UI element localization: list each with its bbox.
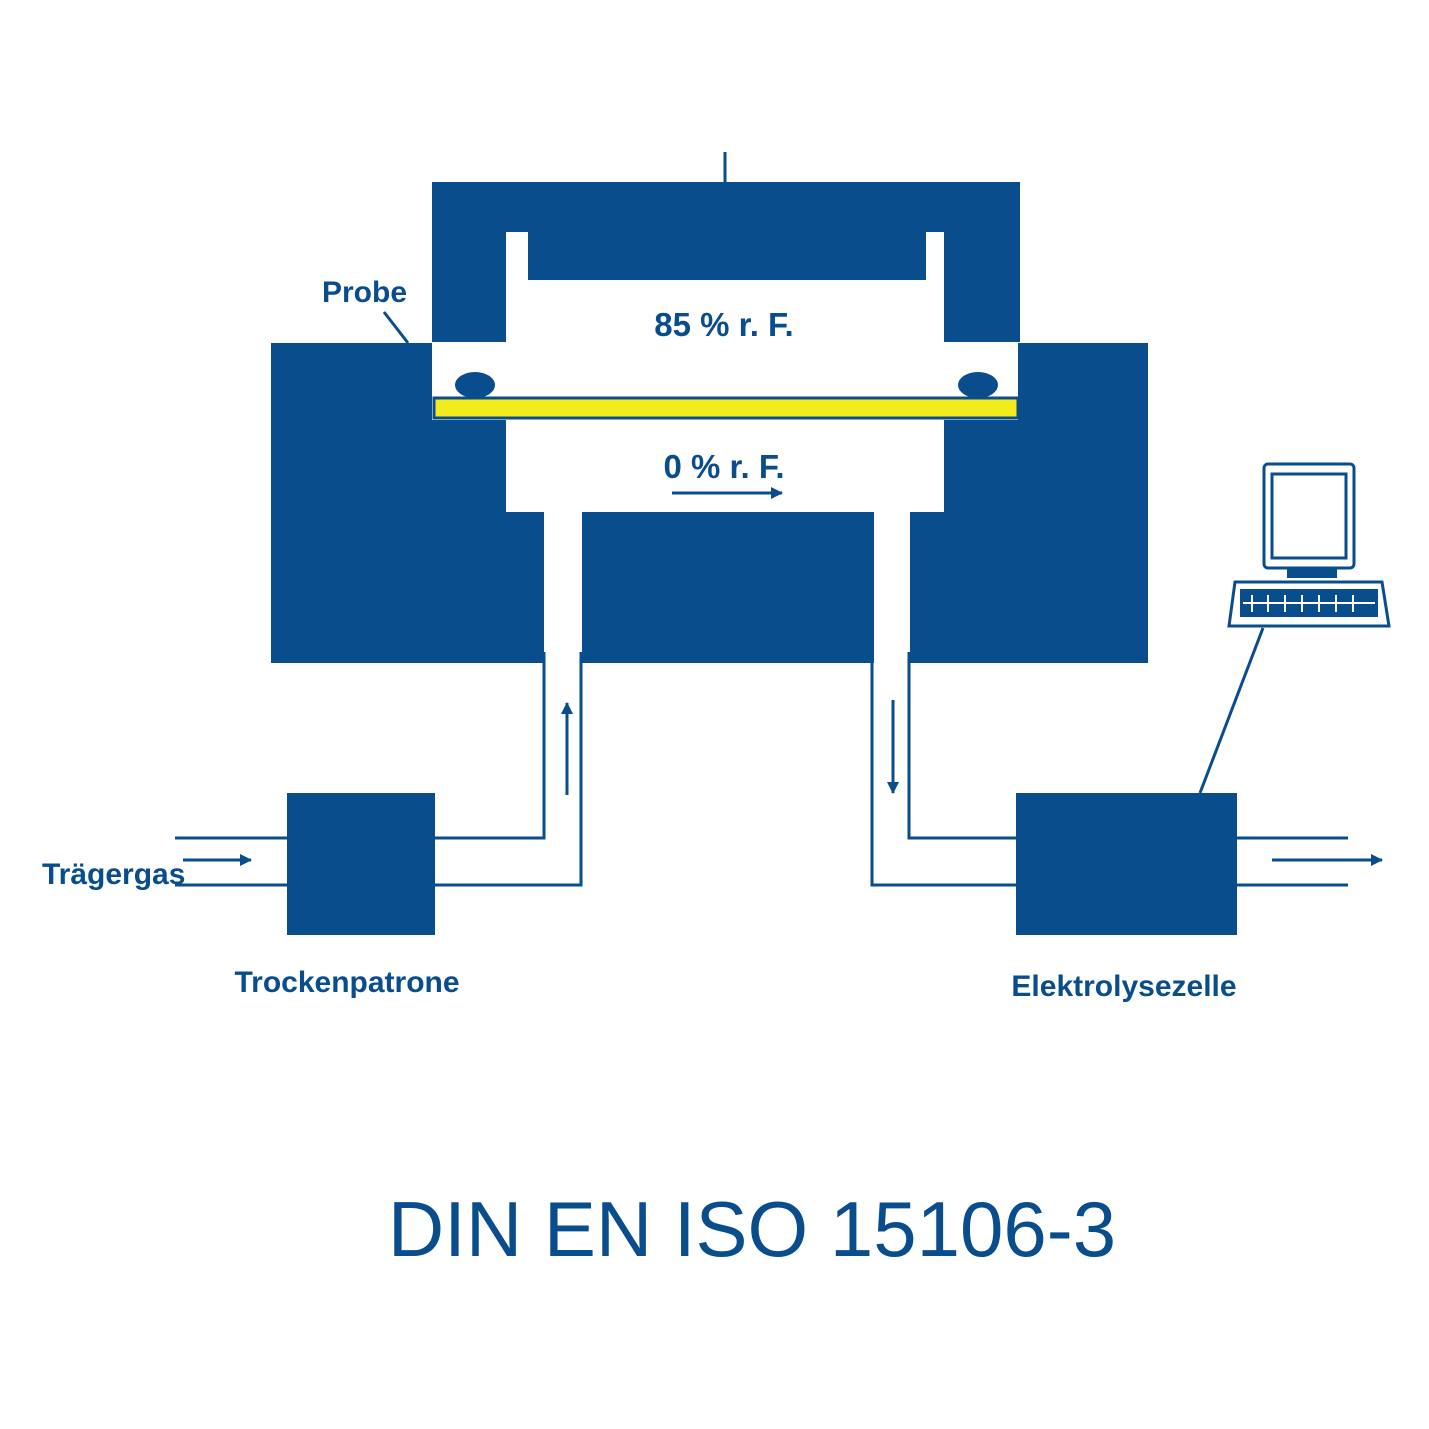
sample-film — [432, 396, 1020, 420]
seal-ring-left — [455, 372, 495, 398]
lower-condition-label: 0 % r. F. — [663, 448, 784, 485]
upper-chamber-lid — [432, 152, 1020, 342]
carrier-gas-inlet — [175, 836, 287, 887]
inlet-pipe — [435, 652, 583, 887]
drying-cartridge-label: Trockenpatrone — [234, 966, 459, 999]
lower-chamber-block — [271, 343, 1148, 663]
seal-ring-right — [958, 372, 998, 398]
standard-title: DIN EN ISO 15106-3 — [388, 1185, 1116, 1273]
electrolysis-cell-box — [1016, 793, 1237, 935]
drying-cartridge-box — [287, 793, 435, 935]
probe-label: Probe — [322, 276, 407, 309]
probe-pointer — [382, 311, 410, 344]
electrolysis-cell-label: Elektrolysezelle — [1011, 970, 1236, 1003]
outlet-pipe — [870, 652, 1016, 887]
carrier-gas-label: Trägergas — [42, 858, 185, 891]
upper-condition-label: 85 % r. F. — [654, 306, 793, 343]
exhaust-outlet — [1237, 836, 1383, 887]
computer-terminal-icon — [1227, 462, 1391, 628]
computer-connection-line — [1198, 627, 1265, 794]
